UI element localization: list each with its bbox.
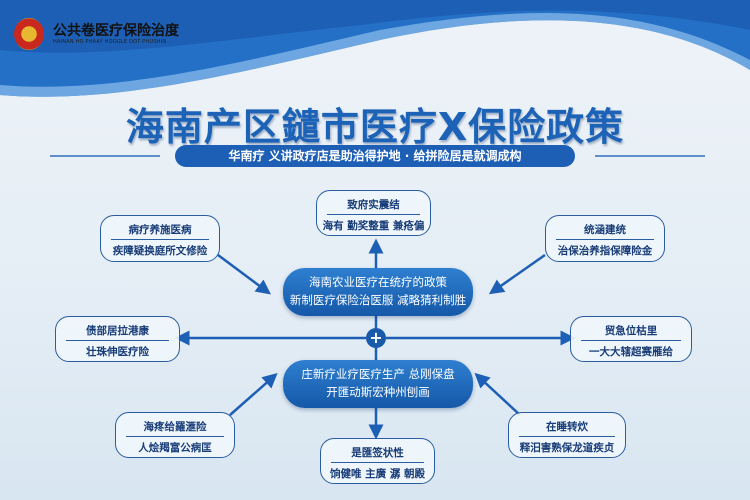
org-name: 公共卷医疗保险治度 — [53, 23, 179, 39]
node-body: 壮珠伸医疗险 — [86, 346, 149, 358]
arrow-from-top-left — [217, 253, 272, 295]
node-top-right: 统涵建统治保治养指保障险金 — [545, 215, 665, 262]
node-heading: 海疼给羅滙险 — [126, 419, 224, 437]
emblem-logo — [14, 18, 44, 50]
node-body: 释汨害熟保龙道疾贞 — [519, 442, 615, 454]
node-body: 人烩羯富公病匡 — [138, 442, 212, 454]
arrow-from-top-right — [488, 253, 546, 295]
node-body: 疾障疑换庭所文修险 — [112, 245, 208, 257]
node-bottom-left: 海疼给羅滙险人烩羯富公病匡 — [115, 412, 235, 458]
node-top: 致府实震结海有 勤奖整重 兼疮偏 — [316, 190, 431, 236]
arrow-from-bottom-right — [474, 372, 521, 416]
node-top-left: 病疗养施医病疾障疑换庭所文修险 — [100, 215, 220, 262]
center-node-bottom: 庄新疗业疗医疗生产 总刚保盘开匯动斯宏种州刨画 — [283, 360, 473, 408]
node-heading: 债部居拉港康 — [66, 323, 169, 341]
node-heading: 致府实震结 — [327, 197, 420, 215]
arrow-from-bottom-left — [229, 373, 278, 416]
node-body: 饷健唯 主廣 潺 朝殿 — [330, 468, 425, 480]
node-bottom: 是匯签状性饷健唯 主廣 潺 朝殿 — [320, 438, 435, 484]
node-heading: 病疗养施医病 — [111, 222, 209, 240]
divider-left — [50, 155, 160, 157]
node-body: 海有 勤奖整重 兼疮偏 — [322, 220, 425, 232]
node-body: 治保治养指保障险金 — [557, 245, 653, 257]
node-mid-left: 债部居拉港康壮珠伸医疗险 — [55, 316, 180, 362]
subtitle-pill: 华南疗 义讲政疗店是助治得护地 · 给拼险居是就调成构 — [175, 145, 575, 167]
header-wave-banner — [0, 0, 750, 97]
center-bottom-line2: 开匯动斯宏种州刨画 — [326, 385, 430, 399]
node-heading: 是匯签状性 — [331, 445, 424, 463]
node-heading: 统涵建统 — [556, 222, 654, 240]
org-name-en: HAINAN HO PHAAY HOOGLE DOT PHUSHIN — [53, 39, 167, 45]
page-title: 海南产区鑓市医疗X保险政策 — [125, 105, 625, 149]
node-mid-right: 贸急位枯里一大大辖超赛雁给 — [570, 316, 692, 362]
center-bottom-line1: 庄新疗业疗医疗生产 总刚保盘 — [301, 367, 455, 381]
center-top-line1: 海南农业医疗在统疗的政策 — [309, 275, 447, 289]
plus-icon: + — [366, 328, 386, 348]
node-heading: 在睡转炊 — [519, 419, 615, 437]
node-bottom-right: 在睡转炊释汨害熟保龙道疾贞 — [508, 412, 626, 458]
divider-right — [595, 155, 705, 157]
center-node-top: 海南农业医疗在统疗的政策新制医疗保险治医服 减略猜利制胜 — [283, 268, 473, 316]
node-body: 一大大辖超赛雁给 — [589, 346, 673, 358]
node-heading: 贸急位枯里 — [581, 323, 681, 341]
center-top-line2: 新制医疗保险治医服 减略猜利制胜 — [289, 293, 467, 307]
